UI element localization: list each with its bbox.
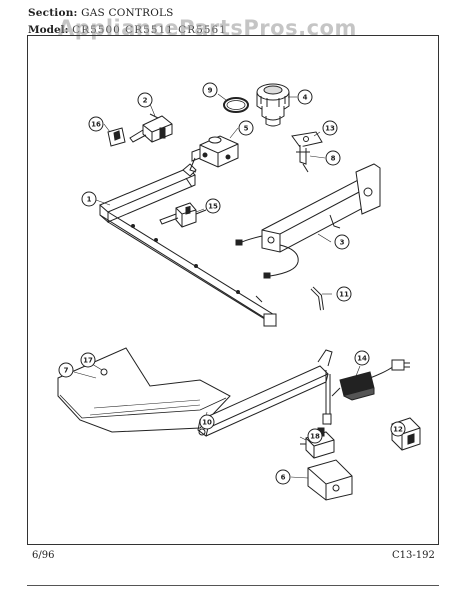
callout-4: 4 bbox=[303, 94, 308, 102]
callout-15: 15 bbox=[208, 203, 218, 211]
callout-18: 18 bbox=[310, 433, 320, 441]
callout-17: 17 bbox=[83, 357, 93, 365]
callout-9: 9 bbox=[208, 87, 213, 95]
page-code: C13-192 bbox=[392, 550, 435, 561]
section-heading: Section: GAS CONTROLS bbox=[28, 7, 174, 19]
callout-circles bbox=[58, 82, 406, 485]
regulator-part-4-drawing bbox=[256, 83, 290, 127]
section-value: GAS CONTROLS bbox=[81, 7, 174, 19]
valve-part-5-drawing bbox=[189, 135, 239, 173]
bottom-rule bbox=[27, 585, 439, 586]
igniter-part-14-drawing bbox=[331, 359, 410, 401]
callout-10: 10 bbox=[202, 419, 212, 427]
callout-5: 5 bbox=[244, 125, 249, 133]
callout-8: 8 bbox=[331, 155, 336, 163]
callout-1: 1 bbox=[87, 196, 92, 204]
callout-12: 12 bbox=[393, 426, 403, 434]
callout-6: 6 bbox=[281, 474, 286, 482]
bracket-part-6-drawing bbox=[307, 459, 353, 501]
callout-13: 13 bbox=[325, 125, 335, 133]
callout-2: 2 bbox=[143, 97, 148, 105]
callout-numbers: 1 2 3 4 5 6 7 8 9 10 11 12 13 14 15 16 1… bbox=[64, 87, 403, 482]
diagram-frame bbox=[27, 35, 439, 545]
callout-7: 7 bbox=[64, 367, 69, 375]
valve-part-15-drawing bbox=[159, 202, 207, 228]
manifold-part-10-drawing bbox=[197, 349, 333, 437]
watermark: AppliancePartsPros.com bbox=[58, 16, 357, 40]
revision-date: 6/96 bbox=[32, 550, 55, 561]
burner-tube-drawing bbox=[99, 163, 277, 327]
valve-part-2-drawing bbox=[129, 113, 173, 143]
callout-3: 3 bbox=[340, 239, 345, 247]
bracket-part-13-drawing bbox=[291, 131, 323, 148]
model-heading: Model: CR5500 CR5511 CR5561 bbox=[28, 24, 227, 36]
clip-part-16-drawing bbox=[107, 127, 126, 147]
model-value: CR5500 CR5511 CR5561 bbox=[72, 24, 227, 36]
elbow-part-11-drawing bbox=[310, 286, 324, 311]
pilot-bracket-part-3-drawing bbox=[235, 163, 381, 279]
callout-16: 16 bbox=[91, 121, 101, 129]
callout-11: 11 bbox=[339, 291, 349, 299]
model-label: Model: bbox=[28, 24, 69, 36]
section-label: Section: bbox=[28, 7, 78, 19]
heat-shield-part-7-drawing bbox=[57, 347, 231, 433]
callout-14: 14 bbox=[357, 355, 367, 363]
thermocouple-part-8-drawing bbox=[296, 145, 310, 173]
o-ring-part-9-drawing bbox=[223, 97, 249, 113]
